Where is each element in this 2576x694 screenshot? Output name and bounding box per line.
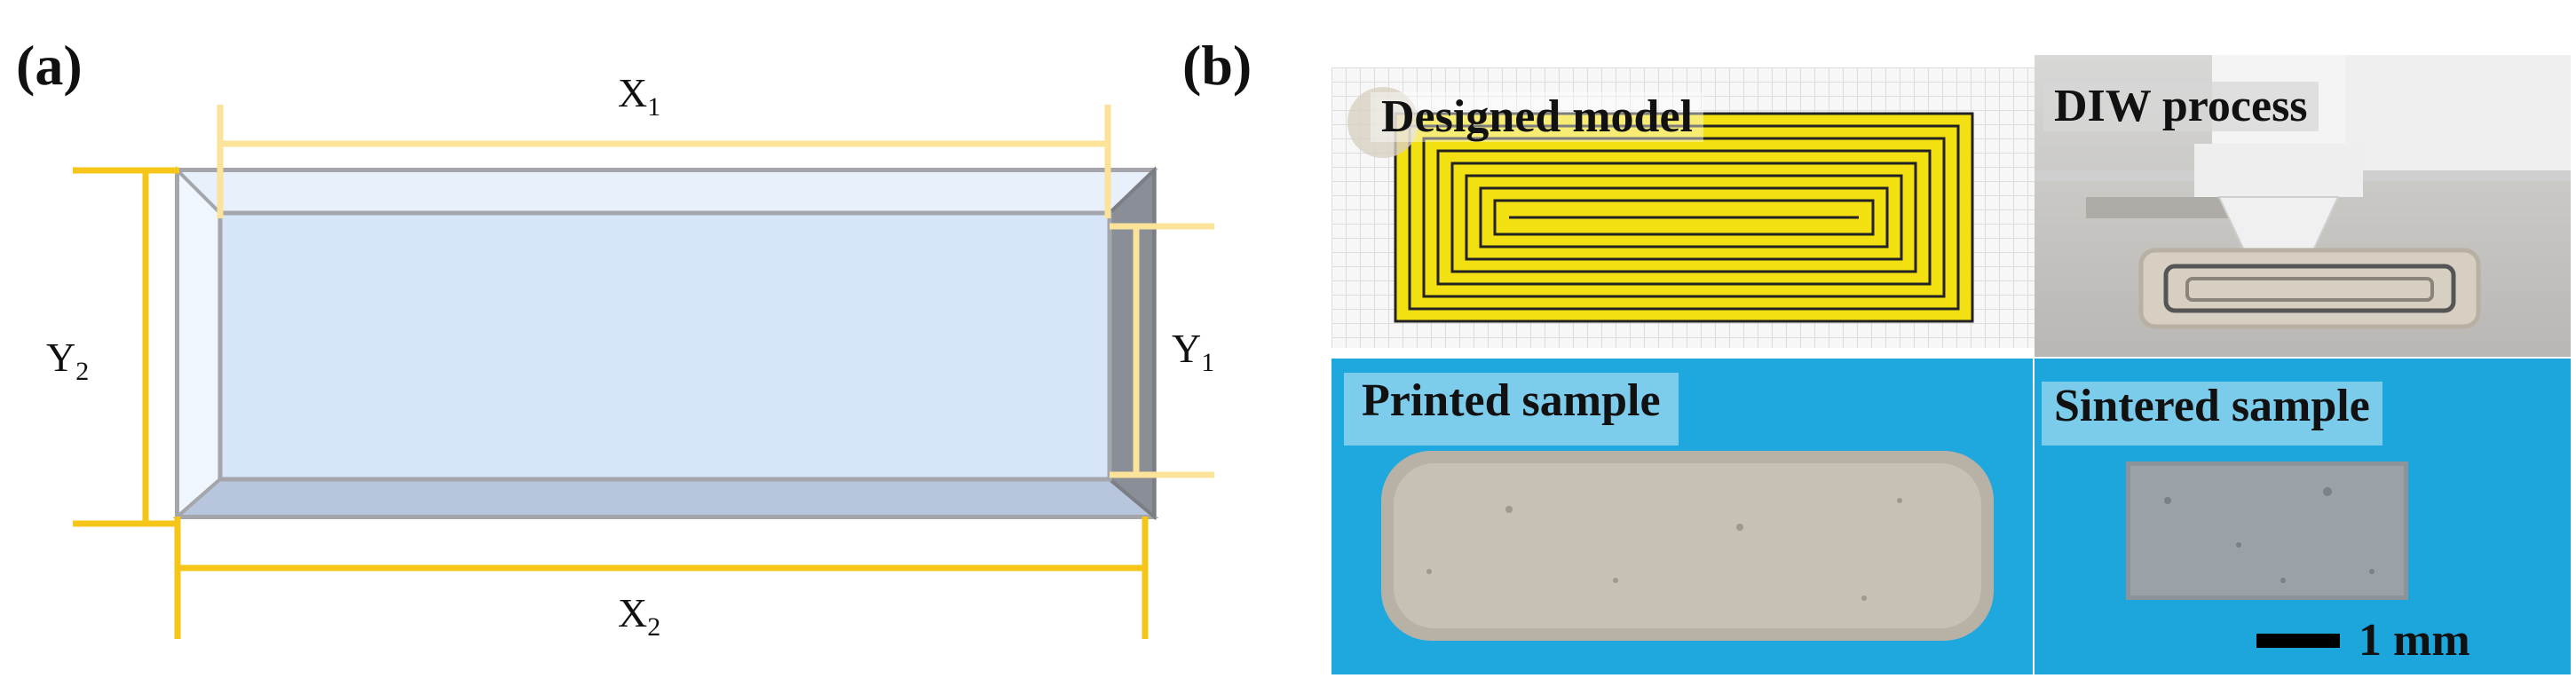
- sintered-sample-label: Sintered sample: [2042, 382, 2382, 446]
- panel-a-label: (a): [16, 34, 83, 97]
- sintered-sample-shape: [2126, 461, 2408, 600]
- tray-top-wall: [173, 169, 1158, 215]
- printed-sample-shape: [1381, 451, 1994, 641]
- x1-label: X1: [618, 70, 661, 122]
- diw-process-photo: DIW process: [2035, 55, 2571, 357]
- diw-process-label: DIW process: [2043, 82, 2319, 131]
- y2-dimension-line: [73, 167, 179, 527]
- x2-dimension-line: [174, 517, 1149, 639]
- y1-dimension-line: [1110, 223, 1214, 478]
- printed-sample-label: Printed sample: [1344, 373, 1679, 446]
- y2-label: Y2: [46, 335, 90, 386]
- designed-model-label: Designed model: [1371, 92, 1703, 142]
- panel-b-label: (b): [1182, 34, 1252, 97]
- tray-floor: [217, 210, 1112, 482]
- y1-label: Y1: [1172, 326, 1215, 377]
- tray-diagram: [73, 105, 1214, 639]
- x2-label: X2: [618, 590, 661, 642]
- printed-sample-photo: Printed sample: [1331, 359, 2033, 674]
- scale-bar-label: 1 mm: [2359, 615, 2470, 666]
- scale-bar: [2256, 634, 2340, 648]
- tray-bottom-wall: [172, 477, 1159, 518]
- x1-dimension-line: [217, 105, 1111, 218]
- sintered-sample-photo: Sintered sample 1 mm: [2035, 359, 2571, 674]
- tray-right-wall: [1108, 166, 1156, 521]
- designed-model-photo: Designed model: [1331, 67, 2035, 348]
- designed-model-toolpath: [1347, 87, 1974, 323]
- tray-left-wall: [176, 166, 222, 521]
